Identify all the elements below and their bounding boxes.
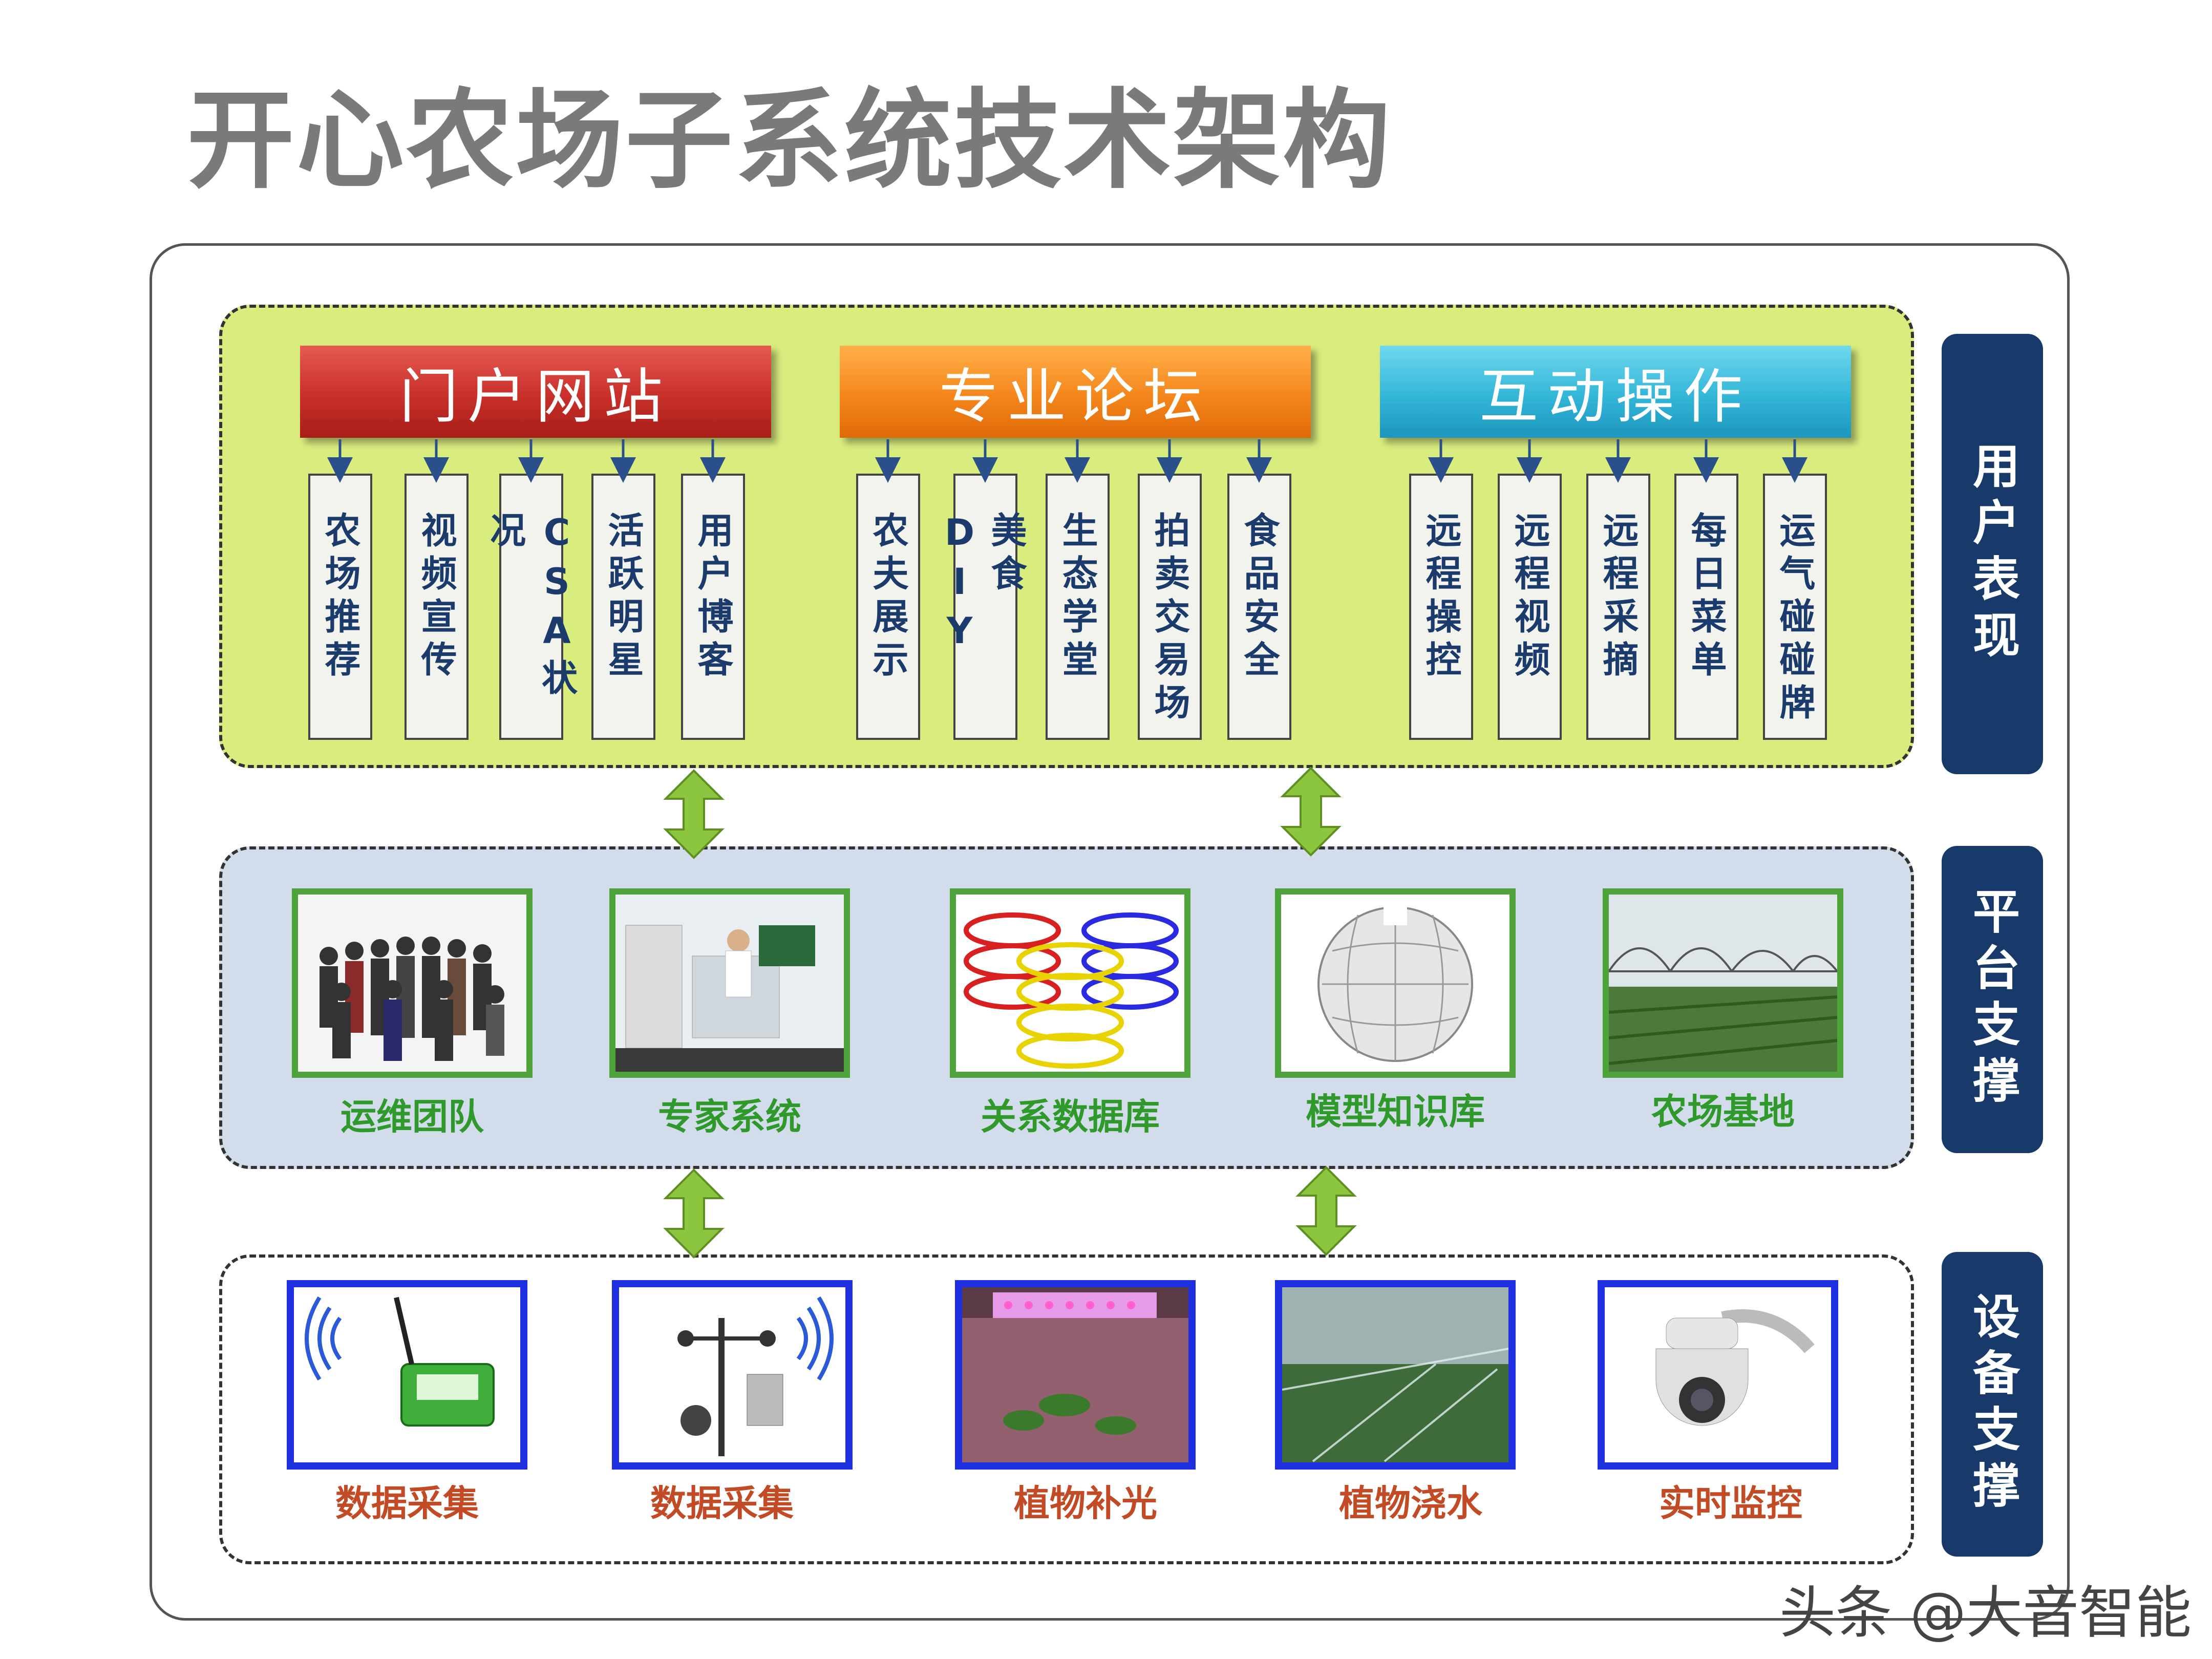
- weather-station-photo: [612, 1280, 853, 1470]
- farm-greenhouse-photo: [1603, 888, 1843, 1078]
- portal-item: 活跃明星: [591, 474, 655, 740]
- device-caption: 数据采集: [650, 1482, 794, 1524]
- device-caption: 数据采集: [335, 1482, 479, 1524]
- device-caption: 植物浇水: [1339, 1482, 1482, 1524]
- platform-caption: 专家系统: [658, 1096, 801, 1138]
- expert-system-photo: [609, 888, 850, 1078]
- database-icon: [950, 888, 1190, 1078]
- diagram-frame: [150, 243, 2070, 1621]
- knowledge-globe-icon: [1275, 888, 1516, 1078]
- portal-item: 农场推荐: [308, 474, 372, 740]
- platform-caption: 模型知识库: [1306, 1091, 1485, 1133]
- layer-label-device: 设备支撑: [1942, 1252, 2043, 1557]
- team-photo: [292, 888, 533, 1078]
- platform-caption: 运维团队: [341, 1096, 484, 1138]
- interact-item: 每日菜单: [1674, 474, 1738, 740]
- grow-light-photo: [955, 1280, 1196, 1470]
- portal-item: 用户博客: [681, 474, 745, 740]
- forum-header: 专业论坛: [840, 346, 1311, 438]
- device-caption: 实时监控: [1659, 1482, 1802, 1524]
- platform-caption: 农场基地: [1651, 1091, 1795, 1133]
- double-arrow-icon: [1295, 1166, 1357, 1256]
- watermark: 头条 @大音智能: [1779, 1580, 2192, 1646]
- interact-header: 互动操作: [1380, 346, 1851, 438]
- interact-item: 远程操控: [1409, 474, 1473, 740]
- device-caption: 植物补光: [1014, 1482, 1157, 1524]
- interact-item: 远程视频: [1498, 474, 1562, 740]
- double-arrow-icon: [1280, 767, 1342, 857]
- forum-item: 生态学堂: [1046, 474, 1110, 740]
- layer-label-user: 用户表现: [1942, 334, 2043, 774]
- forum-item: 美食DIY: [939, 474, 1027, 740]
- forum-item: 农夫展示: [856, 474, 920, 740]
- platform-caption: 关系数据库: [981, 1096, 1160, 1138]
- portal-item: 视频宣传: [405, 474, 469, 740]
- sensor-device-photo: [287, 1280, 527, 1470]
- double-arrow-icon: [663, 769, 725, 859]
- irrigation-photo: [1275, 1280, 1516, 1470]
- page-title: 开心农场子系统技术架构: [187, 78, 1393, 203]
- portal-item: CSA状况: [484, 474, 578, 740]
- interact-item: 运气碰碰牌: [1763, 474, 1827, 740]
- double-arrow-icon: [663, 1168, 725, 1259]
- layer-label-platform: 平台支撑: [1942, 846, 2043, 1153]
- forum-item: 食品安全: [1227, 474, 1291, 740]
- surveillance-camera-photo: [1598, 1280, 1838, 1470]
- portal-header: 门户网站: [300, 346, 771, 438]
